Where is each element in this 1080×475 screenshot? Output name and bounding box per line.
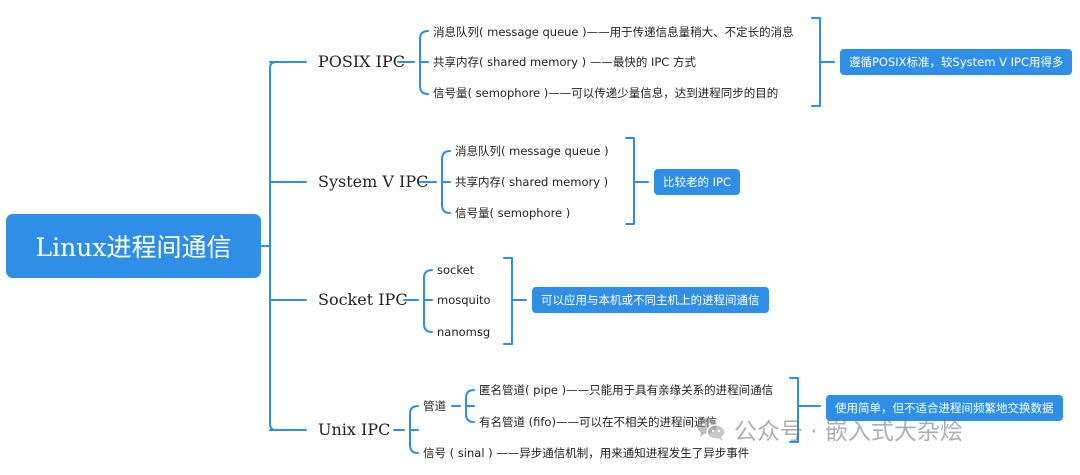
unix-note: 使用简单，但不适合进程间频繁地交换数据 bbox=[826, 395, 1063, 421]
socket-note: 可以应用与本机或不同主机上的进程间通信 bbox=[532, 287, 769, 313]
unix-signal: 信号 ( sinal ) ——异步通信机制，用来通知进程发生了异步事件 bbox=[423, 446, 750, 460]
category-posix-ipc: POSIX IPC bbox=[318, 52, 405, 71]
watermark-text: 公众号 · 嵌入式大杂烩 bbox=[734, 419, 963, 445]
socket-item-nanomsg: nanomsg bbox=[437, 325, 491, 339]
systemv-note: 比较老的 IPC bbox=[654, 169, 741, 195]
trunk-line bbox=[269, 61, 283, 431]
unix-pipe-label: 管道 bbox=[423, 399, 446, 413]
posix-note: 遵循POSIX标准，较System V IPC用得多 bbox=[840, 49, 1073, 75]
socket-item-mosquito: mosquito bbox=[437, 293, 491, 307]
posix-right-bracket bbox=[811, 17, 821, 107]
wechat-icon bbox=[696, 416, 726, 442]
posix-semaphore: 信号量( semophore )——可以传递少量信息，达到进程同步的目的 bbox=[433, 86, 779, 100]
socket-item-socket: socket bbox=[437, 263, 475, 277]
unix-named-pipe: 有名管道 (fifo)——可以在不相关的进程间通信 bbox=[479, 415, 717, 429]
socket-right-bracket bbox=[503, 257, 513, 345]
systemv-message-queue: 消息队列( message queue ) bbox=[455, 144, 609, 158]
systemv-shared-memory: 共享内存( shared memory ) bbox=[455, 175, 609, 189]
category-system-v-ipc: System V IPC bbox=[318, 172, 429, 191]
posix-message-queue: 消息队列( message queue )——用于传递信息量稍大、不定长的消息 bbox=[433, 25, 794, 39]
posix-shared-memory: 共享内存( shared memory ) ——最快的 IPC 方式 bbox=[433, 55, 696, 69]
root-node: Linux进程间通信 bbox=[6, 214, 261, 278]
unix-anonymous-pipe: 匿名管道( pipe )——只能用于具有亲缘关系的进程间通信 bbox=[479, 383, 774, 397]
root-label: Linux进程间通信 bbox=[35, 233, 232, 262]
watermark: 公众号 · 嵌入式大杂烩 bbox=[696, 412, 963, 446]
unix-right-bracket bbox=[789, 377, 799, 443]
systemv-right-bracket bbox=[625, 137, 635, 225]
category-unix-ipc: Unix IPC bbox=[318, 420, 391, 439]
category-socket-ipc: Socket IPC bbox=[318, 290, 408, 309]
systemv-semaphore: 信号量( semophore ) bbox=[455, 206, 571, 220]
